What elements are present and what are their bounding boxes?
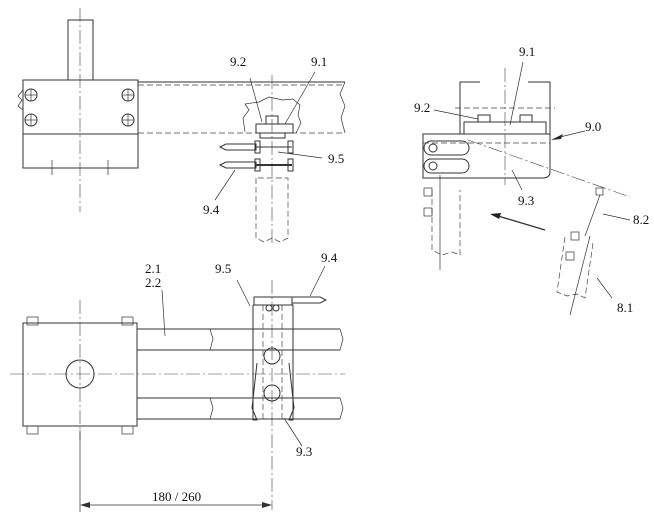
label-9-1: 9.1 <box>311 54 327 69</box>
label-9-1-side: 9.1 <box>519 44 535 59</box>
bolt-heads <box>24 88 135 127</box>
label-9-5: 9.5 <box>328 151 344 166</box>
label-9-2: 9.2 <box>230 54 246 69</box>
label-8-1: 8.1 <box>617 300 633 315</box>
dimension-line: 180 / 260 <box>79 430 272 512</box>
label-9-4-plan: 9.4 <box>321 250 338 265</box>
label-2-2: 2.2 <box>145 275 161 290</box>
dimension-value: 180 / 260 <box>152 489 201 504</box>
label-9-4: 9.4 <box>203 202 220 217</box>
label-9-3-side: 9.3 <box>518 193 534 208</box>
side-view: 9.1 9.2 9.0 9.3 8.2 8.1 <box>414 44 649 316</box>
label-9-3-plan: 9.3 <box>296 444 312 459</box>
label-8-2: 8.2 <box>633 212 649 227</box>
front-view: 9.2 9.1 9.5 9.4 <box>17 8 346 245</box>
direction-arrow-icon <box>490 213 546 231</box>
label-9-0: 9.0 <box>585 119 601 134</box>
clamp-bolts <box>218 140 294 172</box>
plan-view: 2.1 2.2 9.5 9.4 9.3 <box>10 250 345 510</box>
label-2-1: 2.1 <box>145 261 161 276</box>
label-9-2-side: 9.2 <box>414 100 430 115</box>
label-9-5-plan: 9.5 <box>215 261 231 276</box>
